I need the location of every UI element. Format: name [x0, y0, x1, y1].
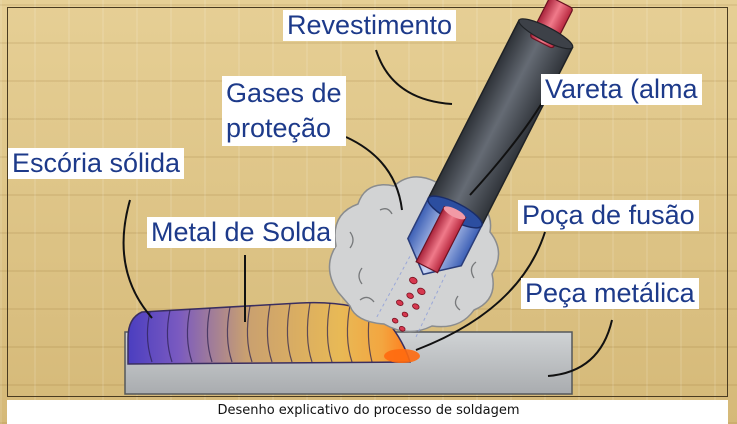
- leader-weld-pool: [415, 231, 546, 351]
- leader-lines: [122, 49, 613, 377]
- frame-border: [7, 7, 728, 397]
- leader-workpiece: [547, 319, 613, 377]
- label-solid-slag: Escória sólida: [8, 148, 185, 179]
- leader-coating: [375, 49, 453, 105]
- label-shielding-gas: Gases de proteção: [222, 76, 346, 146]
- leader-core-rod: [469, 97, 546, 196]
- label-coating: Revestimento: [283, 10, 457, 41]
- leader-shielding-gas: [345, 136, 403, 211]
- leader-solid-slag: [122, 199, 153, 319]
- weld-bead: [127, 301, 420, 365]
- caption: Desenho explicativo do processo de solda…: [217, 403, 520, 418]
- label-core-rod: Vareta (alma: [541, 74, 702, 105]
- label-workpiece: Peça metálica: [521, 278, 699, 309]
- metal-droplets: [391, 276, 426, 332]
- label-weld-metal: Metal de Solda: [147, 217, 336, 248]
- caption-bar: [7, 400, 728, 424]
- electrode: [375, 0, 574, 339]
- label-weld-pool: Poça de fusão: [518, 200, 699, 231]
- weld-pool: [384, 349, 420, 363]
- electrode-coating: [427, 19, 574, 227]
